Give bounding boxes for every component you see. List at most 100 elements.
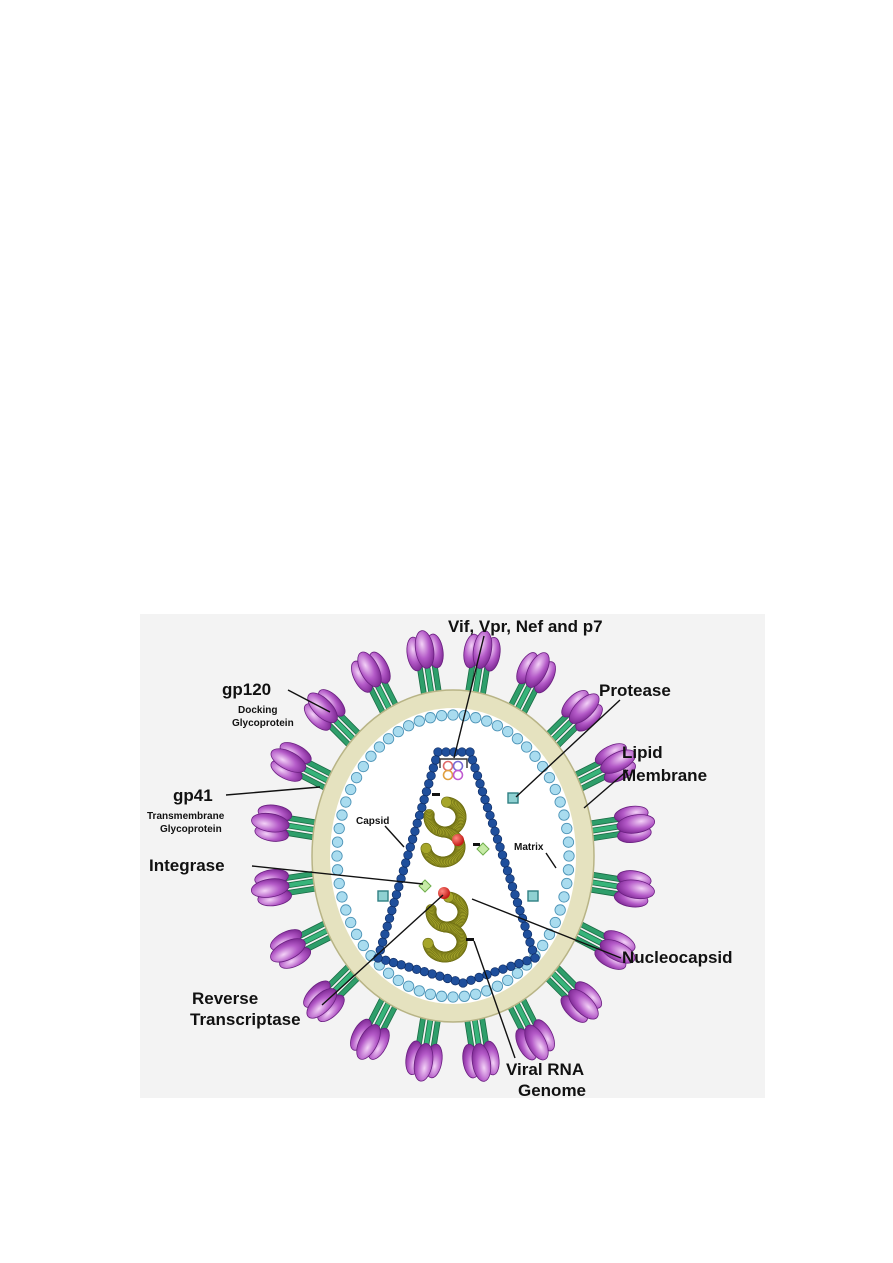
gp120-lobe	[356, 1024, 381, 1060]
label-transcriptase: Transcriptase	[190, 1010, 301, 1029]
capsid-bead	[382, 921, 392, 931]
gp120-head	[462, 1040, 500, 1082]
matrix-bead	[562, 836, 575, 848]
matrix-bead	[561, 822, 573, 835]
matrix-bead	[392, 725, 404, 738]
rna-bead	[420, 842, 432, 854]
gp120-gp41-spike	[462, 1012, 500, 1082]
protease-square	[377, 890, 389, 902]
gp120-head	[614, 805, 656, 843]
protease-square	[527, 890, 539, 902]
capsid-bead	[470, 763, 480, 773]
matrix-bead	[563, 850, 575, 862]
matrix-bead	[435, 710, 448, 722]
matrix-bead	[365, 750, 377, 762]
gp120-head	[351, 651, 391, 693]
matrix-bead	[469, 712, 482, 724]
matrix-bead	[520, 741, 533, 753]
capsid-bead	[442, 973, 453, 984]
matrix-bead	[558, 891, 570, 903]
accessory-protein-circle	[452, 769, 464, 781]
matrix-bead	[392, 974, 404, 987]
label-lipid: Lipid	[622, 743, 663, 762]
protease-squares	[377, 792, 539, 902]
capsid-bead	[472, 771, 483, 781]
gp120-head	[560, 981, 603, 1023]
capsid-bead	[431, 755, 441, 765]
gp120-gp41-spike	[351, 651, 402, 719]
capsid-bead	[512, 897, 523, 908]
capsid-bead	[450, 976, 460, 986]
enzymes	[418, 793, 490, 941]
capsid-bead	[414, 810, 425, 821]
leader-lipid	[583, 769, 629, 809]
matrix-bead	[481, 715, 493, 727]
matrix-bead	[562, 864, 575, 876]
gp120-head	[405, 1040, 443, 1082]
capsid-bead	[419, 966, 430, 977]
gp120-lobe	[251, 812, 290, 833]
label-gp120-glycoprotein: Glycoprotein	[232, 718, 294, 729]
matrix-bead	[345, 916, 357, 929]
capsid-bead	[427, 969, 437, 979]
gp120-gp41-spike	[569, 743, 636, 794]
nucleocapsid-tick	[466, 938, 474, 941]
matrix-bead	[336, 809, 348, 821]
capsid-bead	[384, 913, 395, 924]
gp120-gp41-spike	[251, 804, 321, 842]
leader-integrase	[251, 865, 424, 885]
gp120-head	[406, 630, 444, 672]
accessory-proteins	[439, 758, 468, 781]
capsid-bead	[412, 818, 422, 828]
capsid-bead	[465, 747, 475, 757]
gp120-head	[251, 804, 293, 842]
leader-reverse-transcriptase	[321, 894, 444, 1006]
matrix-bead	[340, 796, 352, 808]
gp120-head	[270, 929, 312, 969]
gp120-head	[516, 652, 556, 694]
matrix-bead	[511, 967, 524, 979]
matrix-bead	[413, 715, 425, 727]
gp120-gp41-spike	[541, 690, 603, 751]
matrix-bead	[561, 877, 573, 890]
matrix-bead	[424, 988, 437, 1000]
capsid-bead	[510, 889, 520, 900]
capsid-bead	[377, 937, 388, 947]
capsid-bead	[417, 802, 427, 813]
capsid-bead	[428, 763, 439, 773]
leader-matrix	[545, 852, 557, 869]
matrix-bead	[357, 760, 369, 773]
matrix-bead	[331, 864, 344, 876]
gp120-head	[613, 870, 655, 908]
gp120-lobe	[250, 878, 290, 898]
leader-protease	[515, 699, 621, 798]
capsid-bead	[492, 834, 503, 844]
capsid-bead	[433, 747, 443, 757]
rna-bead	[441, 796, 453, 808]
gp120-head	[270, 742, 312, 782]
gp120-head	[463, 630, 501, 672]
gp120-head	[594, 743, 636, 783]
matrix-bead	[529, 750, 541, 762]
label-protease: Protease	[599, 681, 671, 700]
matrix-bead	[373, 741, 386, 753]
label-reverse: Reverse	[192, 989, 258, 1008]
capsid-bead	[527, 945, 538, 955]
label-gp41-glycoprotein: Glycoprotein	[160, 824, 222, 835]
matrix-bead	[469, 988, 482, 1000]
label-gp120: gp120	[222, 680, 271, 699]
matrix-bead	[537, 939, 549, 952]
capsid-bead	[435, 971, 445, 981]
capsid-bead	[482, 802, 493, 813]
rna-bead	[422, 937, 434, 949]
leader-viral-rna	[473, 940, 516, 1059]
label-capsid: Capsid	[356, 816, 389, 827]
matrix-bead	[424, 712, 437, 724]
capsid-bead	[522, 956, 532, 966]
matrix-bead	[350, 928, 363, 940]
gp120-head	[350, 1018, 390, 1060]
matrix-bead	[447, 709, 459, 721]
capsid-bead	[514, 958, 524, 969]
capsid-bead	[396, 960, 406, 970]
